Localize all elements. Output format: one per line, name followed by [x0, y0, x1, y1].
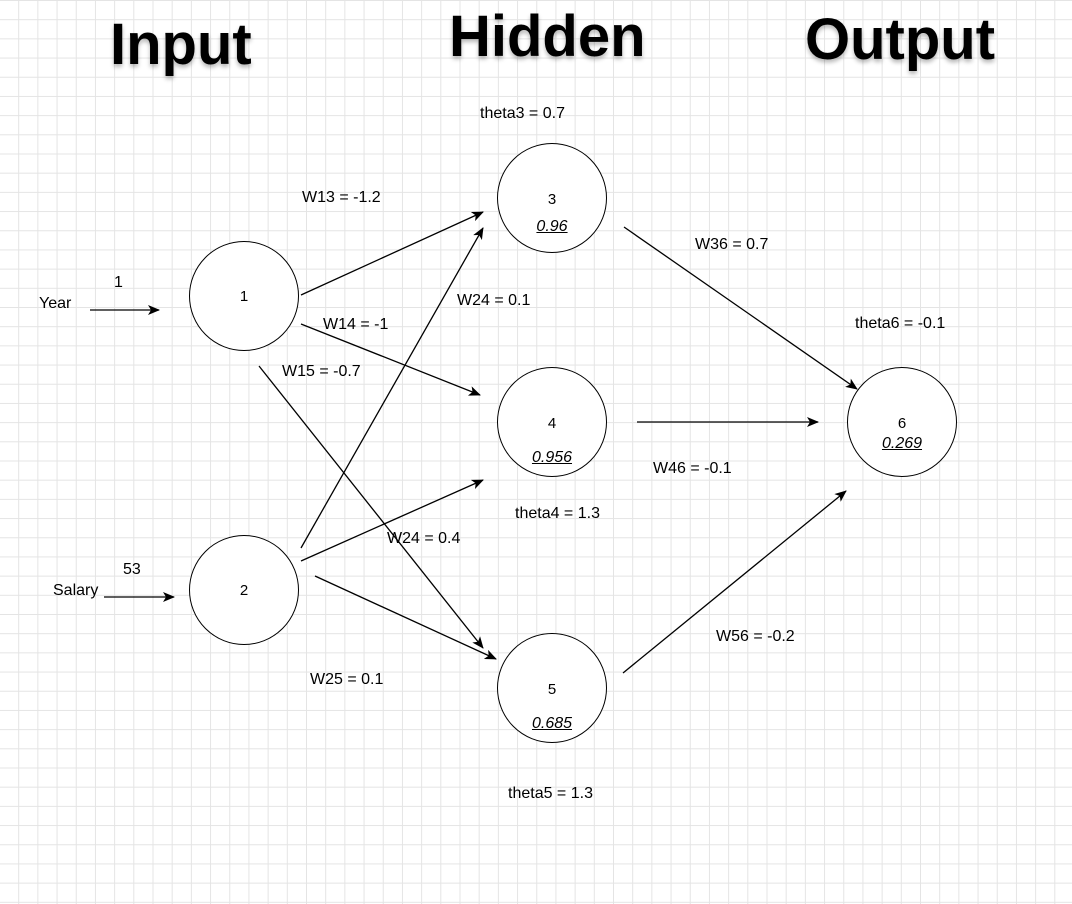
node-4: 4 0.956 — [497, 367, 607, 477]
node-4-value: 0.956 — [531, 449, 573, 466]
heading-hidden: Hidden — [449, 4, 646, 69]
node-6-value: 0.269 — [881, 435, 923, 452]
node-2-id: 2 — [239, 582, 249, 599]
theta-label-3: theta3 = 0.7 — [480, 105, 565, 122]
node-5-value: 0.685 — [531, 715, 573, 732]
arrow-3-to-6 — [623, 226, 858, 390]
weight-label-w25: W25 = 0.1 — [310, 671, 384, 688]
arrow-1-to-5 — [258, 365, 484, 649]
arrow-5-to-6 — [622, 490, 847, 674]
weight-label-w14: W14 = -1 — [323, 316, 389, 333]
node-3-value: 0.96 — [536, 218, 568, 235]
node-6: 6 0.269 — [847, 367, 957, 477]
input-value-salary: 53 — [123, 561, 141, 578]
node-1-id: 1 — [239, 288, 249, 305]
node-3: 3 0.96 — [497, 143, 607, 253]
node-6-id: 6 — [897, 415, 907, 432]
weight-label-w23: W24 = 0.1 — [457, 292, 531, 309]
input-value-year: 1 — [114, 274, 123, 291]
input-label-year: Year — [39, 295, 72, 312]
arrow-2-to-4 — [300, 479, 484, 562]
theta-label-5: theta5 = 1.3 — [508, 785, 593, 802]
arrow-2-to-3 — [300, 227, 484, 549]
node-5: 5 0.685 — [497, 633, 607, 743]
weight-label-w13: W13 = -1.2 — [302, 189, 381, 206]
node-5-id: 5 — [547, 681, 557, 698]
input-label-salary: Salary — [53, 582, 99, 599]
arrow-2-to-5 — [314, 575, 497, 660]
heading-output: Output — [805, 7, 996, 72]
weight-label-w24: W24 = 0.4 — [387, 530, 461, 547]
node-3-id: 3 — [547, 191, 557, 208]
weight-label-w36: W36 = 0.7 — [695, 236, 769, 253]
heading-input: Input — [110, 12, 252, 77]
weight-label-w15: W15 = -0.7 — [282, 363, 361, 380]
theta-label-4: theta4 = 1.3 — [515, 505, 600, 522]
node-4-id: 4 — [547, 415, 557, 432]
arrow-1-to-3 — [300, 211, 484, 296]
arrow-1-to-4 — [300, 323, 481, 396]
weight-label-w46: W46 = -0.1 — [653, 460, 732, 477]
node-2: 2 — [189, 535, 299, 645]
node-1: 1 — [189, 241, 299, 351]
theta-label-6: theta6 = -0.1 — [855, 315, 946, 332]
weight-label-w56: W56 = -0.2 — [716, 628, 795, 645]
